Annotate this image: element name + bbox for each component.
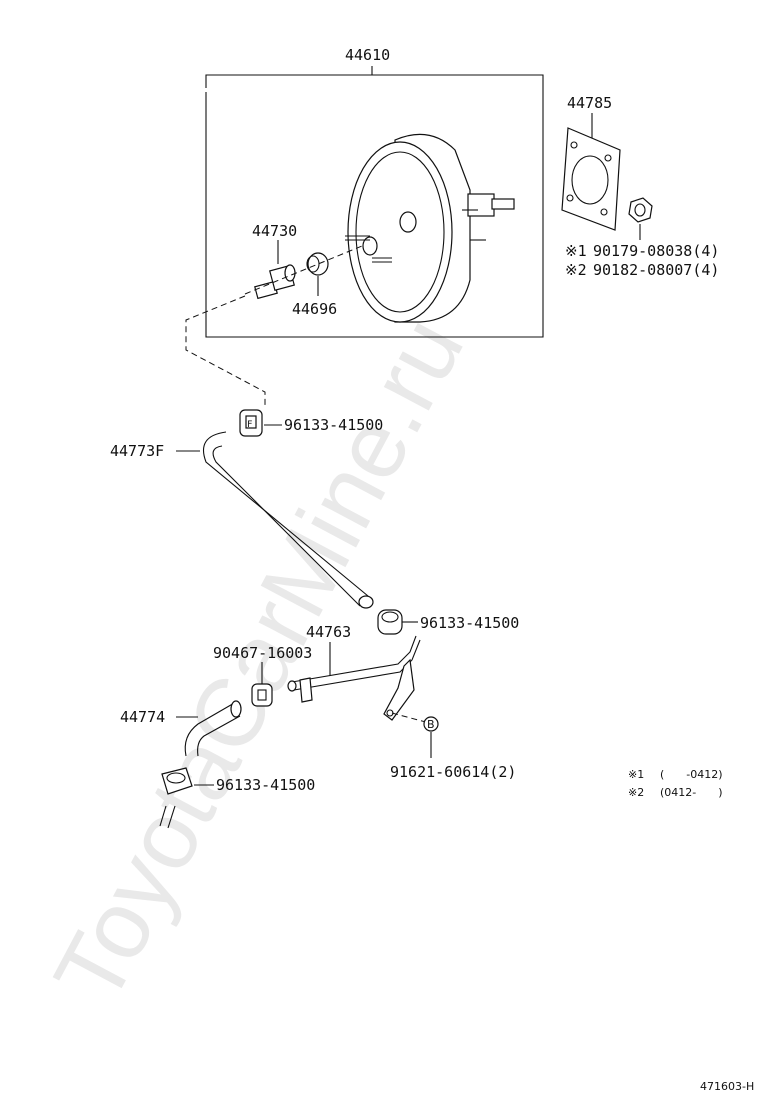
assembly-axis — [244, 245, 363, 295]
label-44696[interactable]: 44696 — [292, 300, 337, 318]
notes: ※1 ( -0412) ※2 (0412- ) — [628, 768, 723, 799]
clamp-low[interactable] — [161, 767, 193, 795]
ref-b-circle — [423, 716, 439, 732]
clamp-mid[interactable] — [377, 609, 403, 635]
gasket-group: 44785 ※1 90179-08038(4) ※2 90182-08007(4… — [561, 94, 719, 279]
gasket[interactable] — [561, 127, 621, 231]
vacuum-hose-lower[interactable] — [184, 700, 242, 757]
hose-stub[interactable] — [159, 805, 176, 829]
label-90182-08007[interactable]: 90182-08007(4) — [593, 261, 719, 279]
booster-bracket — [205, 74, 544, 338]
hose-lower-group: 44774 96133-41500 — [120, 700, 315, 829]
grommet[interactable] — [306, 252, 329, 276]
label-44785[interactable]: 44785 — [567, 94, 612, 112]
hose-clip[interactable] — [251, 683, 273, 707]
label-90179-08038[interactable]: 90179-08038(4) — [593, 242, 719, 260]
nut-note2-mark: ※2 — [565, 261, 587, 279]
vacuum-hose-upper[interactable] — [202, 431, 374, 609]
brake-booster[interactable] — [345, 133, 515, 323]
label-44610[interactable]: 44610 — [345, 46, 390, 64]
hose-connection-dashed — [185, 295, 266, 408]
booster-group: 44610 44730 — [205, 46, 544, 338]
note2-mark: ※2 — [628, 786, 644, 799]
note1-range: ( -0412) — [660, 768, 723, 781]
hose-mid-group: 96133-41500 44763 90467-16003 B 91621-60… — [213, 609, 519, 781]
label-91621-60614[interactable]: 91621-60614(2) — [390, 763, 516, 781]
label-44773F[interactable]: 44773F — [110, 442, 164, 460]
check-valve[interactable] — [254, 264, 296, 300]
label-90467-16003[interactable]: 90467-16003 — [213, 644, 312, 662]
clamp-top[interactable] — [239, 409, 263, 437]
figure-id: 471603-H — [700, 1080, 754, 1093]
bolt-dashed — [391, 712, 427, 723]
vacuum-pipe[interactable] — [287, 635, 421, 721]
label-44763[interactable]: 44763 — [306, 623, 351, 641]
label-96133-41500-low[interactable]: 96133-41500 — [216, 776, 315, 794]
label-96133-41500-mid[interactable]: 96133-41500 — [420, 614, 519, 632]
ref-b-mark: B — [427, 718, 435, 731]
hose-upper-group: F 96133-41500 44773F — [110, 295, 383, 609]
clip-f-mark: F — [247, 420, 252, 430]
label-44730[interactable]: 44730 — [252, 222, 297, 240]
note2-range: (0412- ) — [660, 786, 723, 799]
label-96133-41500-top[interactable]: 96133-41500 — [284, 416, 383, 434]
note1-mark: ※1 — [628, 768, 644, 781]
nut-note1-mark: ※1 — [565, 242, 587, 260]
label-44774[interactable]: 44774 — [120, 708, 165, 726]
nut[interactable] — [628, 197, 653, 223]
